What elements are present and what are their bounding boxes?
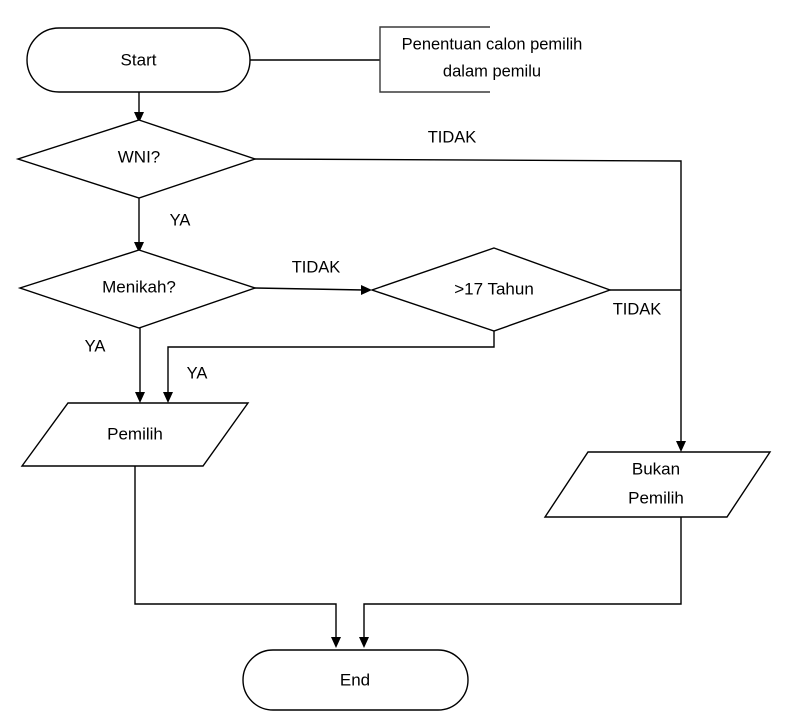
edge-label-umur-ya: YA [187,364,208,382]
arrowhead-menikah-tidak [361,285,372,295]
edge-label-umur-tidak: TIDAK [613,300,662,318]
node-menikah[interactable] [17,249,258,329]
node-umur[interactable] [369,247,613,332]
node-wni-label: WNI? [118,147,161,166]
arrowhead-start-to-wni [134,112,144,123]
node-start-label: Start [121,50,157,69]
node-end[interactable] [242,649,469,711]
connector-wni-tidak [254,158,682,444]
connector-bukan-pemilih-to-end [363,517,682,640]
arrowhead-wni-ya [134,242,144,253]
node-menikah-label: Menikah? [102,277,176,296]
node-note-line2: dalam pemilu [443,62,541,80]
node-note [379,26,490,93]
connector-pemilih-to-end [134,466,337,640]
edge-label-menikah-ya: YA [85,337,106,355]
node-pemilih[interactable] [20,402,250,467]
node-start[interactable] [26,27,251,93]
edge-label-wni-tidak: TIDAK [428,128,477,146]
connector-umur-ya [167,331,495,395]
node-note-line1: Penentuan calon pemilih [402,35,583,53]
arrowhead-bukan-pemilih-to-end [359,637,369,648]
edge-label-menikah-tidak: TIDAK [292,258,341,276]
node-bukan-pemilih[interactable] [543,451,772,518]
node-pemilih-label: Pemilih [107,424,163,443]
arrowhead-wni-tidak [676,441,686,452]
node-end-label: End [340,670,370,689]
node-wni[interactable] [15,119,258,199]
arrowhead-menikah-ya [135,392,145,403]
arrowhead-pemilih-to-end [331,637,341,648]
arrowhead-umur-ya [163,392,173,403]
node-bukan-pemilih-line2: Pemilih [628,488,684,507]
connector-menikah-tidak [254,287,365,291]
node-umur-label: >17 Tahun [454,279,534,298]
edge-label-wni-ya: YA [170,211,191,229]
node-bukan-pemilih-line1: Bukan [632,459,680,478]
